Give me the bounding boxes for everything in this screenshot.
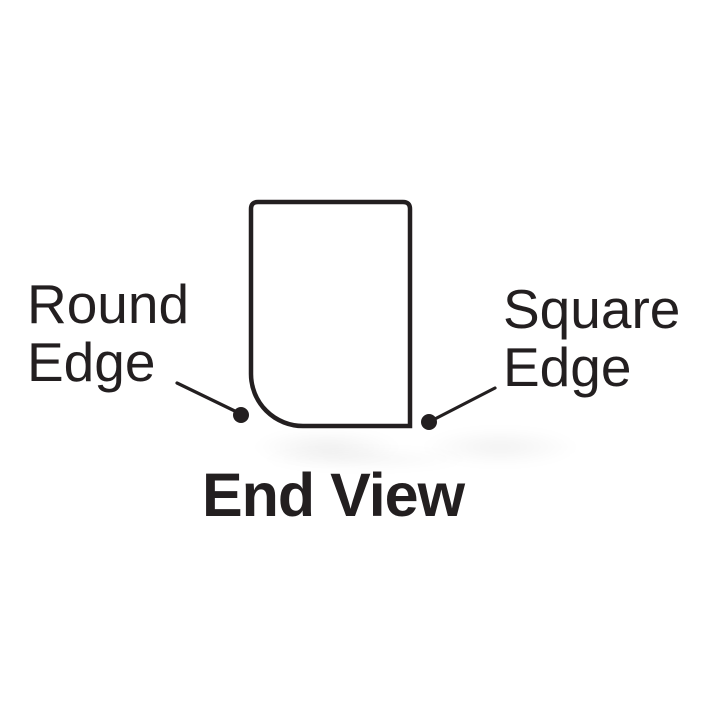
board-profile-outline [248, 199, 413, 429]
round-edge-label-line1: Round [27, 273, 190, 335]
square-edge-label: Square Edge [503, 280, 680, 396]
end-view-caption: End View [201, 461, 465, 529]
square-edge-label-line2: Edge [503, 336, 632, 398]
square-edge-callout-dot [421, 414, 437, 430]
round-edge-label-line2: Edge [27, 331, 156, 393]
square-edge-callout-line [427, 386, 497, 424]
round-edge-label: Round Edge [27, 275, 189, 391]
square-edge-label-line1: Square [503, 278, 681, 340]
round-edge-callout-dot [233, 407, 249, 423]
round-edge-callout-line [175, 381, 243, 416]
